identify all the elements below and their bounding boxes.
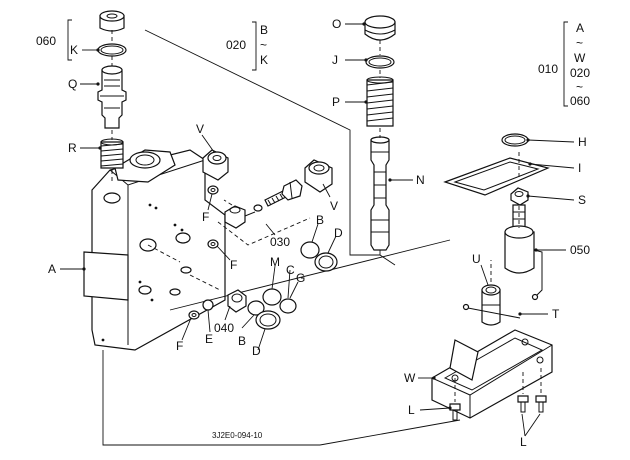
drawing-number: 3J2E0-094-10: [212, 431, 263, 440]
label-k: K: [70, 43, 78, 57]
bolt-l-right-1[interactable]: [517, 395, 529, 413]
label-020-range-tilde: ~: [260, 38, 267, 52]
label-c: C: [286, 263, 295, 277]
label-l-right: L: [520, 435, 527, 449]
label-e: E: [205, 332, 213, 346]
nut-s[interactable]: [510, 187, 529, 206]
relief-valve-stack[interactable]: [97, 10, 127, 169]
label-g: G: [296, 271, 305, 285]
label-020: 020: [226, 38, 246, 52]
washer-f-lower[interactable]: [188, 310, 200, 320]
label-b-lower: B: [238, 334, 246, 348]
label-020-range-k: K: [260, 53, 268, 67]
label-m: M: [270, 255, 280, 269]
label-040: 040: [214, 321, 234, 335]
callout-labels: 060 K Q R A 020 B ~ K O J P N V V F F F …: [36, 17, 590, 449]
label-r: R: [68, 141, 77, 155]
label-010: 010: [538, 62, 558, 76]
label-l-left: L: [408, 403, 415, 417]
label-010-range-tilde-1: ~: [576, 36, 583, 50]
label-010-range-060: 060: [570, 94, 590, 108]
label-010-range-tilde-2: ~: [576, 80, 583, 94]
label-f-middle: F: [230, 258, 237, 272]
label-f-lower: F: [176, 339, 183, 353]
assembly-030-parts[interactable]: [224, 179, 303, 229]
ring-d-upper[interactable]: [314, 252, 338, 272]
label-o: O: [332, 17, 341, 31]
label-h: H: [578, 135, 587, 149]
label-b-upper: B: [316, 213, 324, 227]
washer-f-middle[interactable]: [207, 239, 219, 249]
o-ring-h[interactable]: [501, 133, 529, 147]
valve-body[interactable]: [83, 149, 226, 351]
label-s: S: [578, 193, 586, 207]
label-n: N: [416, 173, 425, 187]
solenoid-050[interactable]: [504, 204, 543, 301]
label-q: Q: [68, 77, 77, 91]
assembly-040-parts[interactable]: [202, 288, 297, 330]
ring-b-upper[interactable]: [300, 241, 320, 259]
label-020-range-b: B: [260, 23, 268, 37]
label-d-lower: D: [252, 344, 261, 358]
label-050: 050: [570, 243, 590, 257]
bolt-l-right-2[interactable]: [535, 395, 547, 413]
label-f-upper: F: [202, 210, 209, 224]
label-010-range-a: A: [576, 21, 584, 35]
label-010-range-020: 020: [570, 66, 590, 80]
label-v-upper: V: [196, 122, 204, 136]
label-t: T: [552, 307, 560, 321]
cover-box-w[interactable]: [431, 329, 553, 419]
solenoid-adapter-lower[interactable]: [304, 159, 333, 193]
label-010-range-w: W: [574, 51, 586, 65]
coil-u[interactable]: [462, 284, 521, 326]
label-a: A: [48, 262, 56, 276]
label-v-lower: V: [330, 199, 338, 213]
washer-f-upper[interactable]: [207, 185, 219, 195]
label-060: 060: [36, 34, 56, 48]
label-w: W: [404, 371, 416, 385]
solenoid-adapter-upper[interactable]: [202, 149, 229, 181]
spool-valve-stack[interactable]: [364, 15, 396, 251]
leader-lines: [60, 19, 575, 437]
leader-dots: [82, 22, 538, 410]
label-d-upper: D: [334, 226, 343, 240]
label-j: J: [332, 53, 338, 67]
gasket-i[interactable]: [443, 157, 550, 196]
label-i: I: [578, 161, 581, 175]
label-u: U: [472, 252, 481, 266]
label-030: 030: [270, 235, 290, 249]
label-p: P: [332, 95, 340, 109]
